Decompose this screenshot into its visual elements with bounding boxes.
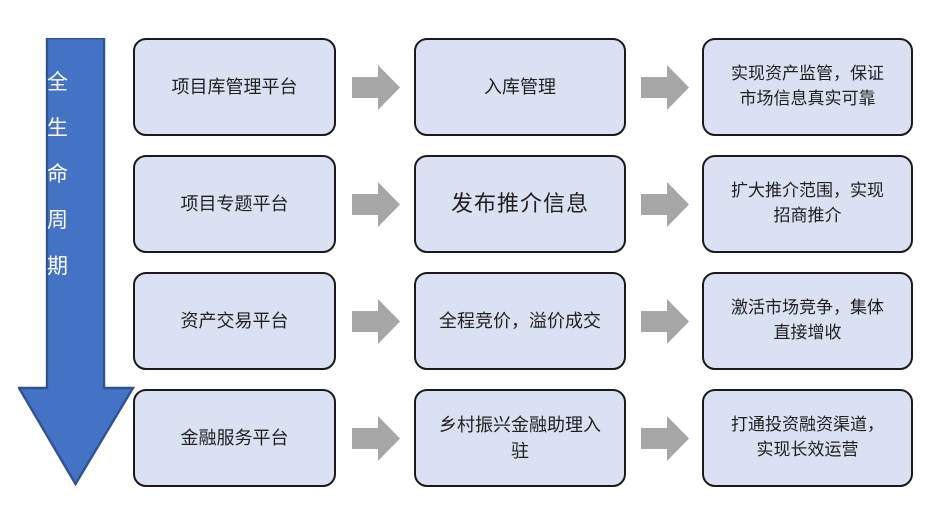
function-node-label: 入库管理 — [484, 76, 556, 97]
function-node[interactable]: 全程竞价，溢价成交 — [414, 272, 626, 370]
flow-row: 资产交易平台 全程竞价，溢价成交 激活市场竞争，集体 直接增收 — [0, 272, 951, 370]
outcome-node[interactable]: 激活市场竞争，集体 直接增收 — [702, 272, 913, 370]
function-node-label: 乡村振兴金融助理入 驻 — [439, 414, 601, 461]
platform-node-label: 项目专题平台 — [180, 193, 289, 214]
outcome-node[interactable]: 扩大推介范围，实现 招商推介 — [702, 155, 913, 253]
flow-row: 金融服务平台 乡村振兴金融助理入 驻 打通投资融资渠道， 实现长效运营 — [0, 389, 951, 487]
function-node[interactable]: 入库管理 — [414, 38, 626, 136]
outcome-node[interactable]: 打通投资融资渠道， 实现长效运营 — [702, 389, 913, 487]
platform-node[interactable]: 资产交易平台 — [133, 272, 336, 370]
platform-node-label: 项目库管理平台 — [171, 76, 298, 97]
outcome-node-label: 实现资产监管，保证 市场信息真实可靠 — [731, 64, 884, 108]
right-arrow-icon — [352, 182, 400, 227]
platform-node-label: 资产交易平台 — [180, 310, 289, 331]
flow-row: 项目库管理平台 入库管理 实现资产监管，保证 市场信息真实可靠 — [0, 38, 951, 136]
function-node[interactable]: 乡村振兴金融助理入 驻 — [414, 389, 626, 487]
right-arrow-icon — [352, 65, 400, 110]
outcome-node-label: 打通投资融资渠道， 实现长效运营 — [731, 415, 884, 459]
outcome-node-label: 激活市场竞争，集体 直接增收 — [731, 298, 884, 342]
right-arrow-icon — [352, 299, 400, 344]
outcome-node-label: 扩大推介范围，实现 招商推介 — [731, 181, 884, 225]
platform-node[interactable]: 项目库管理平台 — [133, 38, 336, 136]
right-arrow-icon — [641, 416, 689, 461]
function-node[interactable]: 发布推介信息 — [414, 155, 626, 253]
function-node-label: 发布推介信息 — [450, 191, 589, 217]
right-arrow-icon — [641, 65, 689, 110]
function-node-label: 全程竞价，溢价成交 — [439, 310, 601, 331]
right-arrow-icon — [352, 416, 400, 461]
lifecycle-arrow — [18, 38, 136, 486]
outcome-node[interactable]: 实现资产监管，保证 市场信息真实可靠 — [702, 38, 913, 136]
platform-node[interactable]: 项目专题平台 — [133, 155, 336, 253]
platform-node-label: 金融服务平台 — [180, 427, 289, 448]
right-arrow-icon — [641, 182, 689, 227]
right-arrow-icon — [641, 299, 689, 344]
platform-node[interactable]: 金融服务平台 — [133, 389, 336, 487]
flow-row: 项目专题平台 发布推介信息 扩大推介范围，实现 招商推介 — [0, 155, 951, 253]
